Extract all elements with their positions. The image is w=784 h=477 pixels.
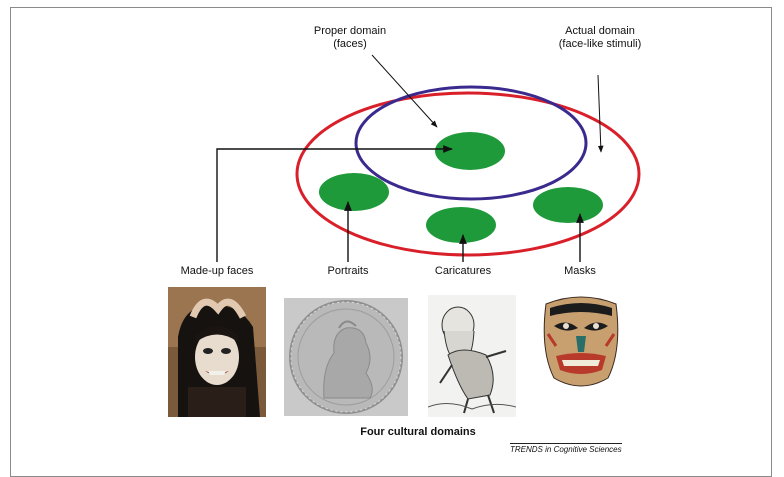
portrait-coin-image (284, 298, 408, 416)
proper-domain-label: Proper domain (faces) (300, 25, 400, 51)
actual-domain-ellipse (295, 91, 641, 257)
actual-domain-label: Actual domain (face-like stimuli) (530, 25, 670, 51)
portraits-blob (319, 173, 389, 211)
proper-domain-arrow (371, 54, 438, 128)
actual-domain-subtitle: (face-like stimuli) (558, 38, 642, 50)
domain-diagram (216, 54, 641, 262)
actual-domain-title: Actual domain (565, 25, 635, 37)
faces-blob (435, 132, 505, 170)
proper-domain-title: Proper domain (313, 25, 387, 37)
caricatures-blob (426, 207, 496, 243)
caricatures-label: Caricatures (434, 265, 492, 277)
source-credit: TRENDS in Cognitive Sciences (510, 443, 622, 454)
figure-caption: Four cultural domains (360, 426, 476, 438)
made-up-face-photo (168, 287, 266, 417)
portraits-label: Portraits (327, 265, 369, 277)
masks-label: Masks (564, 265, 596, 277)
caricature-drawing (428, 295, 516, 417)
proper-domain-subtitle: (faces) (333, 38, 367, 50)
mask-image (543, 296, 619, 387)
proper-domain-ellipse (354, 85, 588, 201)
made-up-faces-arrow (216, 145, 453, 262)
masks-blob (533, 187, 603, 223)
made-up-faces-label: Made-up faces (180, 265, 254, 277)
actual-domain-arrow (597, 74, 604, 153)
